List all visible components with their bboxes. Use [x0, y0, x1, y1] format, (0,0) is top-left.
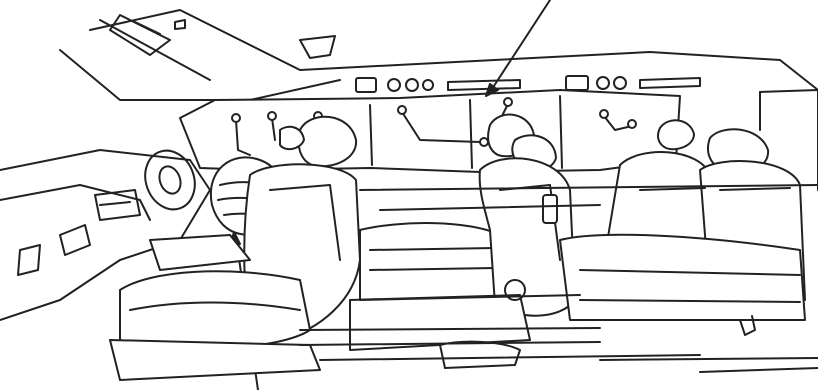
rear-seats: [560, 152, 805, 335]
roof-headliner: [60, 10, 818, 100]
dome-light: [300, 36, 335, 58]
overhead-vents: [356, 76, 700, 92]
curtain-airbag-callout: [490, 0, 550, 92]
